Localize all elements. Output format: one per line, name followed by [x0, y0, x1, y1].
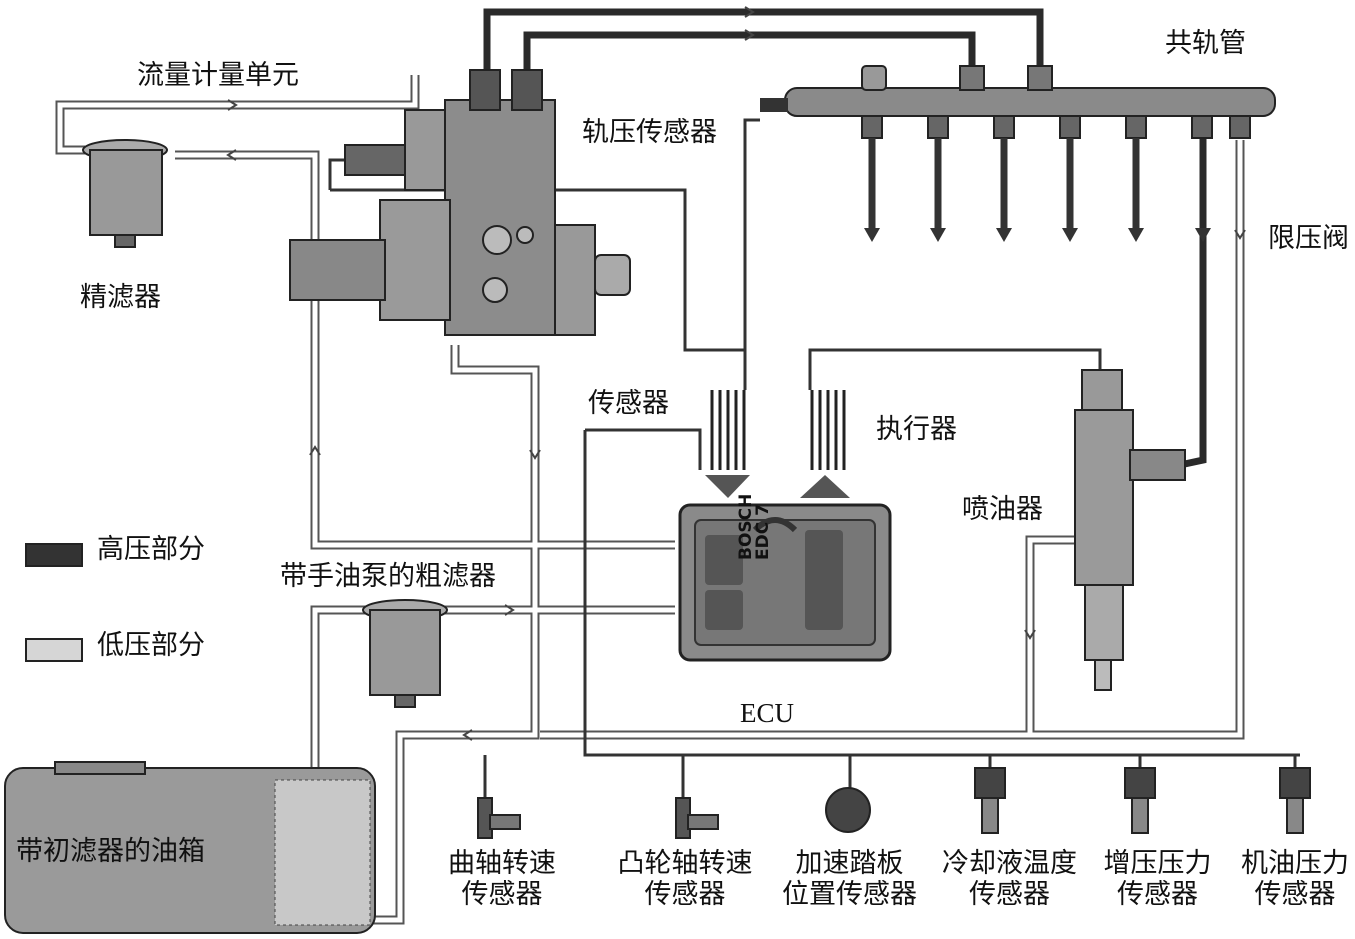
flow-arrow-icons [226, 6, 1246, 741]
coarse-filter-icon [362, 599, 448, 708]
rail-pressure-sensor-icon [760, 98, 788, 112]
label-injector: 喷油器 [962, 494, 1043, 525]
legend-swatch-high [25, 543, 83, 567]
injector-icon [1074, 369, 1186, 691]
label-accelerator-position-sensor: 加速踏板 位置传感器 [782, 848, 917, 911]
sensor-arrow-icon [705, 475, 750, 498]
label-actuator: 执行器 [876, 414, 957, 445]
label-crankshaft-speed-sensor: 曲轴转速 传感器 [448, 848, 556, 911]
label-common-rail: 共轨管 [1165, 28, 1246, 59]
fine-filter-icon [82, 139, 168, 248]
legend-label-high: 高压部分 [97, 534, 205, 565]
label-boost-pressure-sensor: 增压压力 传感器 [1103, 848, 1212, 911]
label-sensor: 传感器 [588, 388, 669, 419]
label-tank: 带初滤器的油箱 [16, 836, 205, 867]
legend-label-low: 低压部分 [97, 630, 205, 661]
legend-swatch-low [25, 638, 83, 662]
label-flow-metering-unit: 流量计量单元 [137, 60, 299, 91]
label-fine-filter: 精滤器 [80, 282, 161, 313]
fuel-tank [4, 761, 376, 934]
actuator-arrow-icon [800, 475, 850, 498]
label-coolant-temp-sensor: 冷却液温度 传感器 [942, 848, 1077, 911]
ecu-model: EDC 7 [753, 504, 773, 560]
ecu-brand-text: BOSCH EDC 7 [736, 494, 773, 560]
common-rail [760, 65, 1276, 242]
ecu-unit [678, 503, 892, 662]
high-pressure-pump [289, 69, 631, 336]
label-oil-pressure-sensor: 机油压力 传感器 [1241, 848, 1349, 911]
label-ecu: ECU [740, 698, 794, 728]
label-rail-pressure-sensor: 轨压传感器 [582, 117, 717, 148]
bottom-sensor-icons [477, 767, 1311, 839]
label-camshaft-speed-sensor: 凸轮轴转速 传感器 [617, 848, 753, 911]
ecu-wire-bundles [710, 390, 846, 470]
label-coarse-filter: 带手油泵的粗滤器 [280, 561, 496, 592]
label-pressure-limit-valve: 限压阀 [1268, 223, 1349, 254]
